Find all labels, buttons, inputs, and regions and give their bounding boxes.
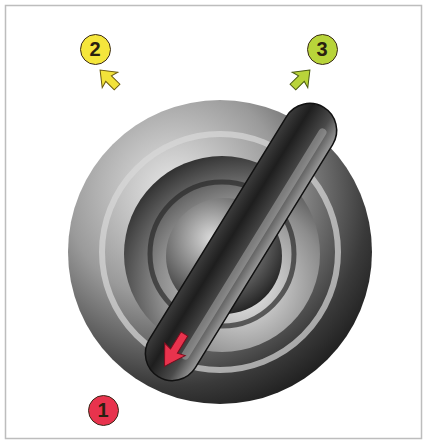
position-arrow [285, 62, 318, 95]
pointer-arrow [154, 328, 194, 373]
position-number-circle: 3 [307, 34, 338, 65]
position-number-circle: 1 [88, 395, 119, 426]
knob-handle [135, 93, 347, 390]
position-number-circle: 2 [80, 34, 111, 65]
position-number: 1 [97, 400, 108, 420]
position-arrow [92, 62, 125, 95]
position-number: 2 [89, 39, 100, 59]
position-number: 3 [316, 39, 327, 59]
frame [6, 6, 422, 439]
